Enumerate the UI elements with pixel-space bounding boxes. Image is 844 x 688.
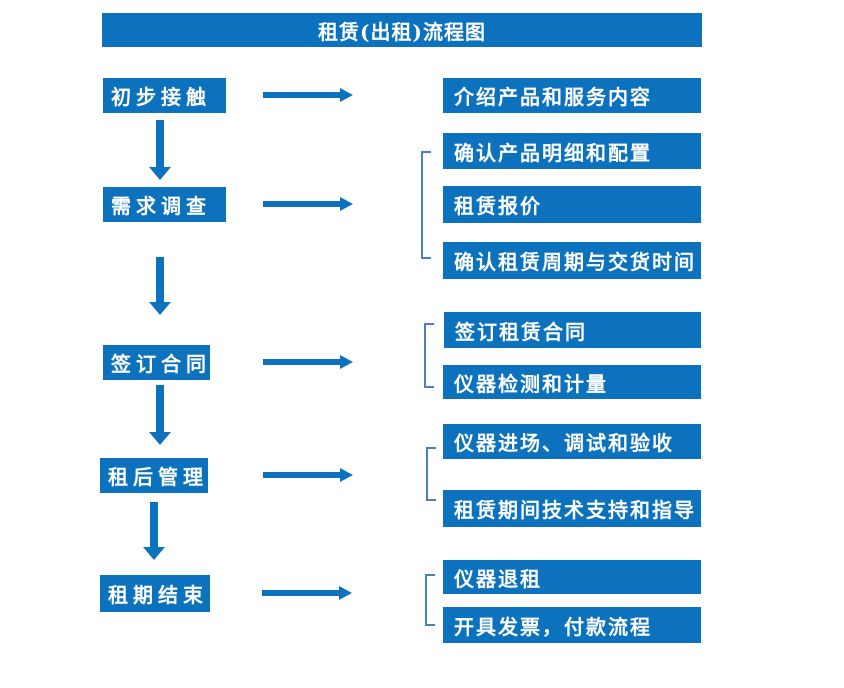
output-box-introduce-products-services: 介绍产品和服务内容 [443, 78, 701, 113]
diagram-title: 租赁(出租)流程图 [102, 13, 702, 47]
right-arrow [263, 467, 353, 483]
output-box-confirm-lease-period-delivery: 确认租赁周期与交货时间 [443, 242, 701, 279]
down-arrow [149, 385, 171, 445]
stage-box-demand-survey: 需求调查 [103, 187, 226, 222]
right-arrow [263, 87, 353, 103]
down-arrow [149, 120, 171, 180]
group-bracket [425, 574, 435, 626]
output-box-rental-quote: 租赁报价 [443, 186, 701, 223]
right-arrow [263, 196, 353, 212]
stage-box-post-rental-management: 租后管理 [100, 458, 208, 493]
group-bracket [426, 447, 436, 501]
output-box-technical-support-guidance: 租赁期间技术支持和指导 [443, 490, 701, 527]
stage-box-sign-contract: 签订合同 [103, 345, 210, 380]
right-arrow [262, 585, 352, 601]
output-box-instrument-inspection-metering: 仪器检测和计量 [443, 365, 701, 399]
right-arrow [263, 354, 353, 370]
stage-box-lease-end: 租期结束 [100, 575, 210, 612]
output-box-instrument-return: 仪器退租 [443, 560, 701, 594]
group-bracket [421, 151, 431, 259]
output-box-invoice-payment-process: 开具发票，付款流程 [443, 607, 701, 643]
output-box-sign-lease-contract: 签订租赁合同 [444, 312, 701, 348]
group-bracket [424, 323, 434, 388]
down-arrow [149, 257, 171, 315]
output-box-instrument-setup-acceptance: 仪器进场、调试和验收 [443, 424, 701, 459]
stage-box-initial-contact: 初步接触 [103, 78, 226, 113]
output-box-confirm-product-details: 确认产品明细和配置 [443, 133, 701, 169]
down-arrow [143, 502, 165, 560]
